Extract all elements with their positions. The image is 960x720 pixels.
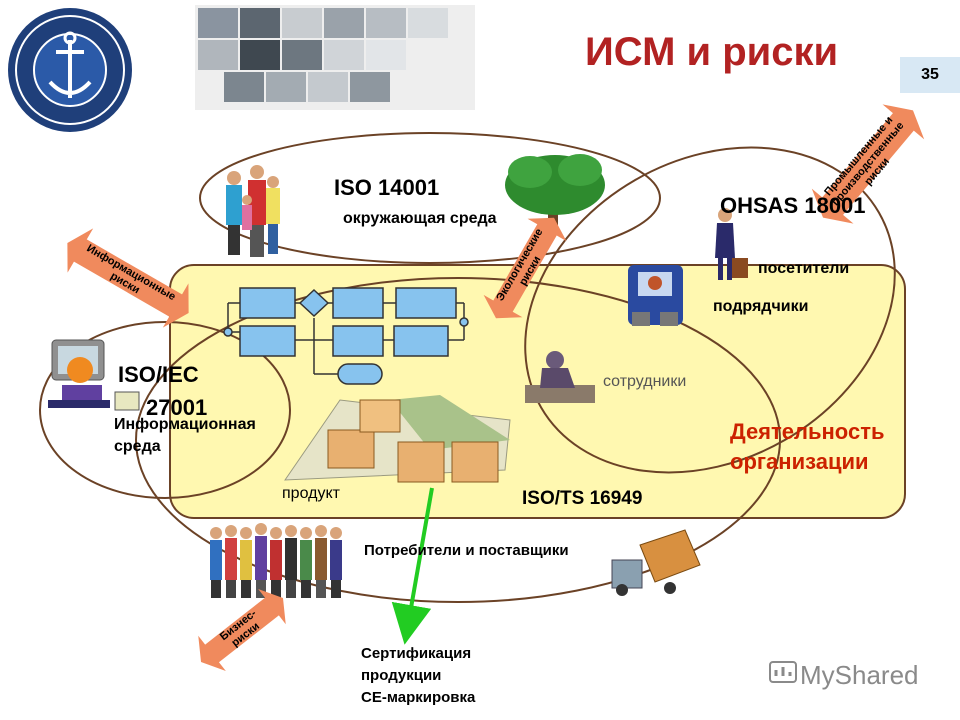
arrow-industrial-risks [811,104,925,224]
iso27001-label-line2: 27001 [146,395,208,420]
myshared-logo-icon [769,661,797,683]
iso14001-ellipse [199,132,661,264]
ohsas-ellipse [524,146,896,474]
arrow-info-risks [67,228,189,328]
product-label: продукт [282,485,340,502]
arrow-eco-risks [483,217,567,319]
iso16949-ellipse [135,277,781,603]
environment-label: окружающая среда [343,210,497,227]
iso14001-label: ISO 14001 [334,175,440,200]
consumers-label: Потребители и поставщики [364,542,569,559]
product-boxes-image [284,395,511,483]
family-people-image [226,165,280,257]
certification-arrow [391,487,434,645]
header-photo-mosaic [195,5,475,110]
activity-label-line1: Деятельность [730,419,885,444]
worker-image [525,351,595,403]
business-woman-image [715,208,748,280]
russian-register-logo [8,8,132,132]
visitors-label: посетители [758,260,850,277]
slide-title: ИСМ и риски [585,30,839,74]
consumers-people-image [210,523,342,598]
contractors-label: подрядчики [713,298,809,315]
computer-user-image [48,339,140,411]
certification-line1: Сертификация [361,645,472,662]
delivery-truck-image [611,529,701,596]
info-environment-line1: Информационная [114,416,256,433]
iso27001-ellipse [39,321,291,499]
page-number: 35 [900,57,960,93]
tree-image [505,154,605,230]
employees-label: сотрудники [603,373,687,390]
arrow-business-risks [198,588,286,672]
truck-driver-image [628,265,683,326]
iso27001-label-line1: ISO/IEC [118,362,199,387]
info-environment-line2: среда [114,438,161,455]
certification-line3: СЕ-маркировка [361,689,476,706]
activity-label-line2: организации [730,449,869,474]
ohsas-label: OHSAS 18001 [720,193,866,218]
watermark-text: MyShared [800,660,919,690]
process-flowchart [223,287,469,385]
iso16949-label: ISO/TS 16949 [522,488,643,509]
certification-line2: продукции [361,667,442,684]
